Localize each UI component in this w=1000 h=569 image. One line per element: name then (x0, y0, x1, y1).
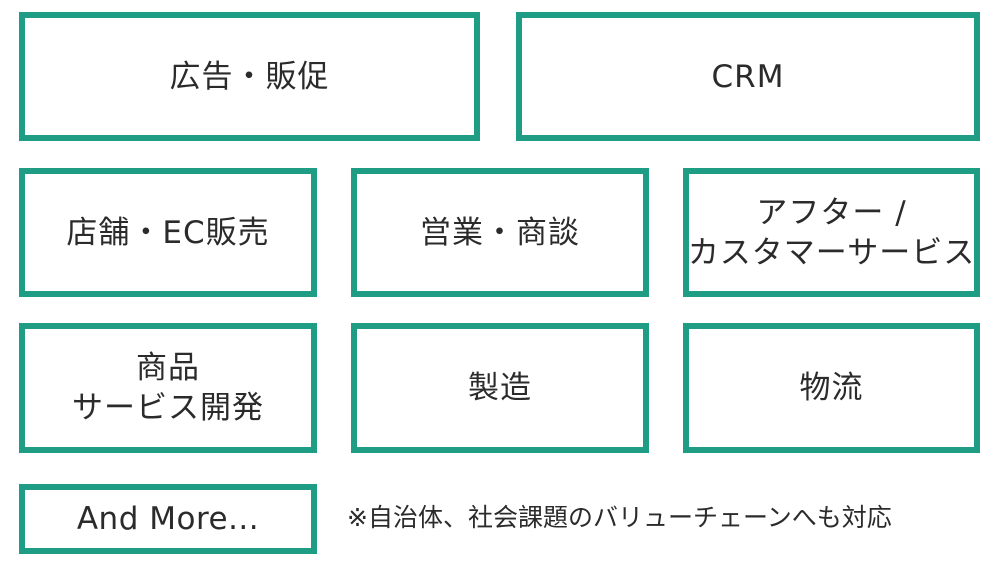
box-product-dev: 商品 サービス開発 (19, 323, 317, 453)
box-store-ec-label: 店舗・EC販売 (66, 214, 270, 251)
box-logistics-label: 物流 (799, 370, 864, 406)
box-after-service-label: アフター / カスタマーサービス (688, 193, 975, 273)
box-sales: 営業・商談 (351, 168, 649, 297)
box-crm-label: CRM (711, 58, 785, 95)
box-manufacturing: 製造 (351, 323, 649, 453)
box-advertising-label: 広告・販促 (169, 58, 330, 95)
box-and-more: And More... (19, 484, 317, 554)
box-advertising: 広告・販促 (19, 12, 480, 141)
box-sales-label: 営業・商談 (420, 214, 580, 251)
box-logistics: 物流 (683, 323, 980, 453)
box-crm: CRM (516, 12, 980, 141)
box-after-service-line-1: アフター / (756, 194, 907, 231)
box-manufacturing-label: 製造 (468, 370, 532, 406)
box-after-service-line-2: カスタマーサービス (687, 234, 976, 271)
box-after-service: アフター / カスタマーサービス (683, 168, 980, 297)
box-product-dev-label: 商品 サービス開発 (72, 348, 264, 428)
box-store-ec: 店舗・EC販売 (19, 168, 317, 297)
box-product-dev-line-1: 商品 (136, 350, 200, 386)
footnote: ※自治体、社会課題のバリューチェーンへも対応 (347, 503, 892, 532)
box-product-dev-line-2: サービス開発 (72, 390, 264, 426)
box-and-more-label: And More... (76, 501, 260, 537)
